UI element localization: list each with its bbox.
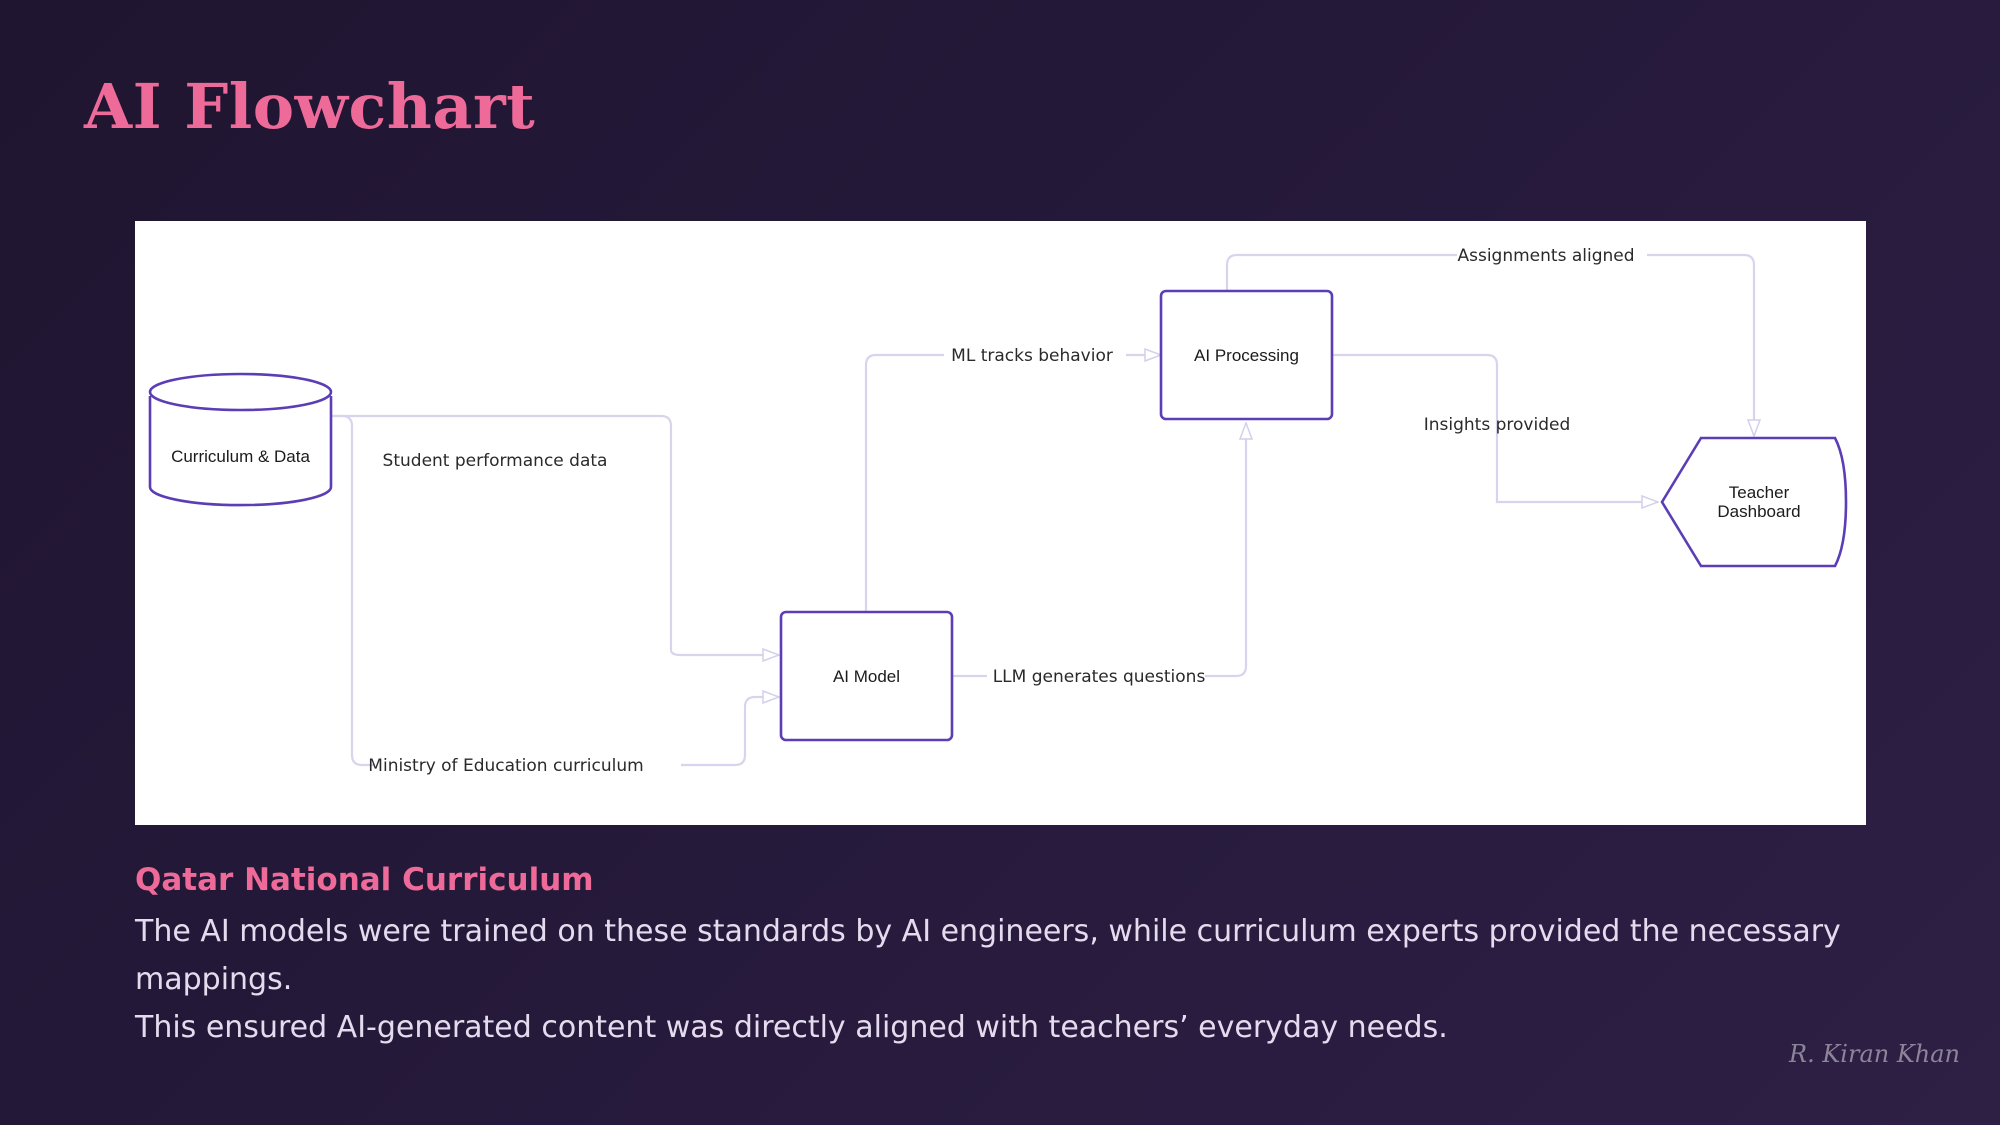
edge-label-bg: [1457, 243, 1647, 267]
node-teacher-dashboard-label-line-2: Dashboard: [1717, 502, 1800, 521]
node-ai-processing: [1159, 289, 1334, 421]
edge-label-bg: [383, 447, 615, 471]
edge-insights-provided: [1332, 353, 1658, 502]
edge-label-bg: [987, 664, 1205, 688]
edge-label-ml-tracks: ML tracks behavior: [951, 346, 1113, 366]
node-ai-model: [779, 610, 954, 742]
edge-label-assignments-aligned: Assignments aligned: [1457, 246, 1634, 266]
section-body-line-1: The AI models were trained on these stan…: [135, 914, 1841, 997]
edge-label-bg: [944, 343, 1126, 367]
flowchart-svg: Student performance data Ministry of Edu…: [148, 243, 1848, 776]
node-curriculum-data-label: Curriculum & Data: [171, 447, 310, 466]
section-heading: Qatar National Curriculum: [135, 862, 594, 898]
section-body: The AI models were trained on these stan…: [135, 908, 1895, 1052]
edge-label-student-performance: Student performance data: [383, 451, 608, 471]
node-ai-model-label: AI Model: [833, 667, 900, 686]
node-teacher-dashboard: [1660, 436, 1848, 568]
author-signature: R. Kiran Khan: [1789, 1040, 1960, 1068]
edge-label-ministry-curriculum: Ministry of Education curriculum: [368, 756, 643, 776]
edge-label-llm-generates: LLM generates questions: [993, 667, 1206, 687]
slide-title: AI Flowchart: [84, 70, 536, 143]
node-curriculum-data: [148, 372, 333, 507]
edge-llm-generates: [952, 423, 1246, 678]
flowchart-panel: Student performance data Ministry of Edu…: [135, 221, 1866, 825]
edge-ml-tracks: [864, 355, 1161, 612]
edge-label-bg: [375, 752, 681, 776]
section-body-line-2: This ensured AI-generated content was di…: [135, 1010, 1448, 1045]
edge-label-insights-provided: Insights provided: [1424, 415, 1571, 435]
node-teacher-dashboard-label-line-1: Teacher: [1729, 483, 1790, 502]
node-ai-processing-label: AI Processing: [1194, 346, 1299, 365]
edge-student-performance: [331, 414, 779, 655]
